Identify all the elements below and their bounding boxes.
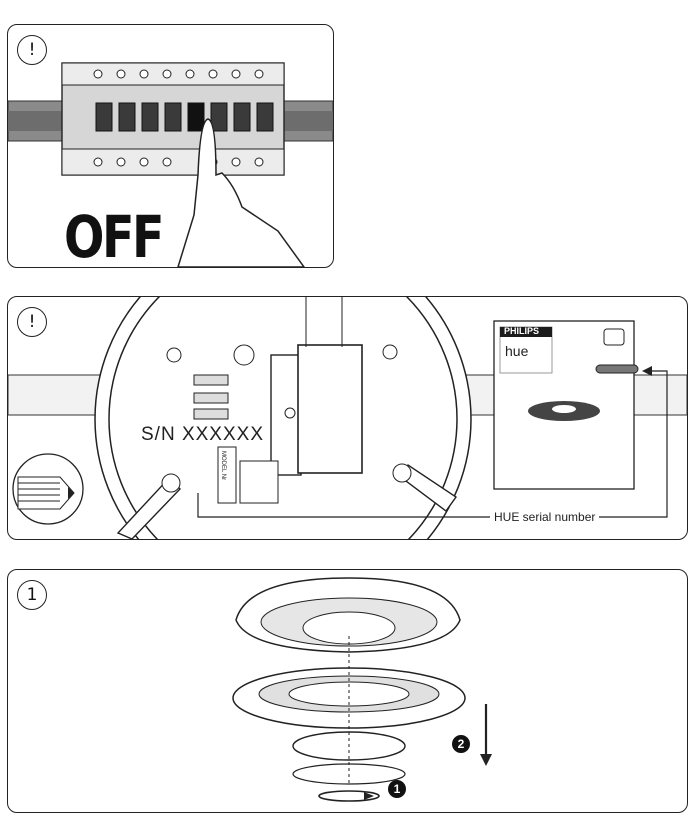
panel-serial-number: ! xyxy=(7,296,688,540)
model-plate: MODEL Nr xyxy=(220,451,226,481)
step-badge: 1 xyxy=(17,580,47,610)
step-2-marker: 2 xyxy=(452,735,470,753)
panel-switch-off: ! OFF xyxy=(7,24,334,268)
serial-number-callout: HUE serial number xyxy=(490,510,600,524)
warning-badge: ! xyxy=(17,307,47,337)
breaker-switches xyxy=(95,102,274,132)
breaker-illustration xyxy=(8,62,333,267)
screw-row-bottom xyxy=(93,157,264,167)
panel-remove-cover: 1 2 1 xyxy=(7,569,688,813)
step-1-marker: 1 xyxy=(388,780,406,798)
fixture-back-illustration xyxy=(8,297,687,539)
screw-row-top xyxy=(93,69,264,79)
off-caption: OFF xyxy=(64,203,164,268)
manual-brand: PHILIPS xyxy=(504,326,540,336)
manual-logo: hue xyxy=(505,343,529,359)
hand-icon xyxy=(177,118,305,267)
serial-number-plate: S/N XXXXXX xyxy=(141,424,264,445)
pencil-icon xyxy=(12,453,84,525)
fixture-exploded-illustration xyxy=(232,577,492,802)
warning-badge: ! xyxy=(17,35,47,65)
